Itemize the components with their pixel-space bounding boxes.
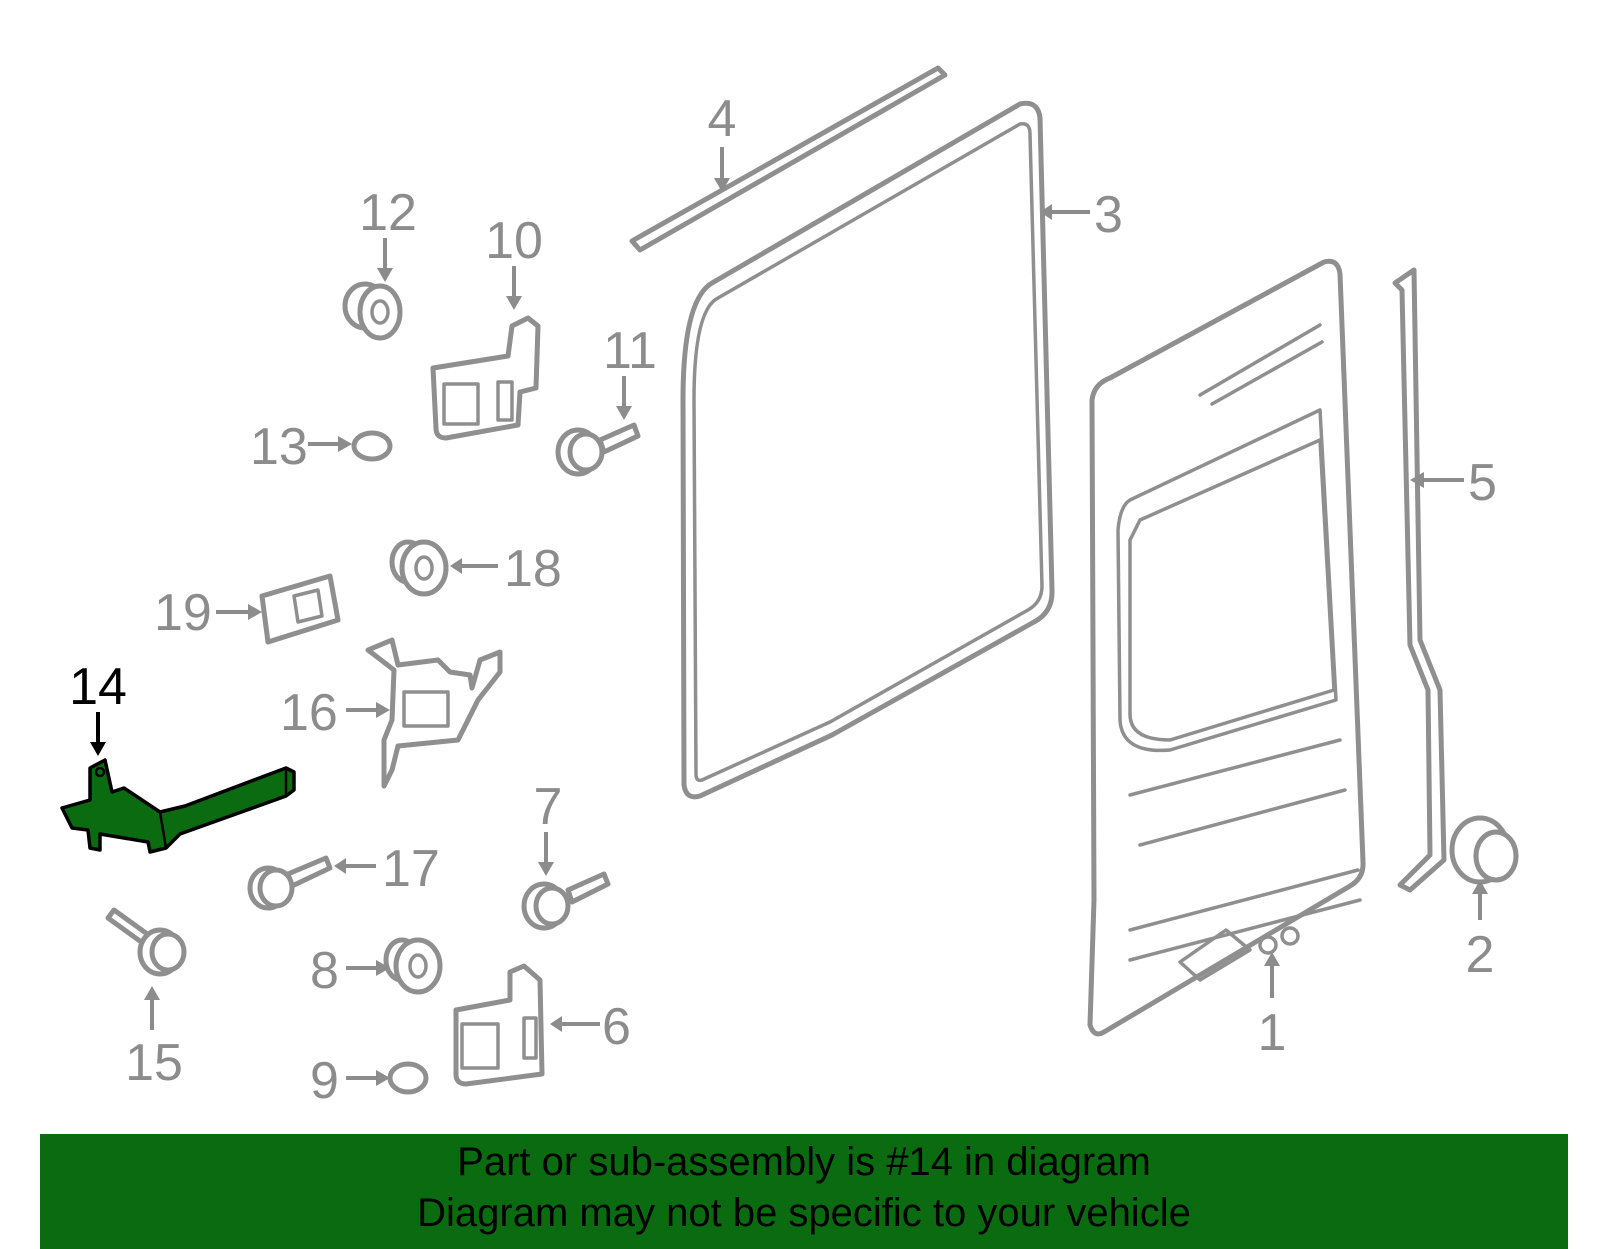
callout-15: 15 — [125, 1034, 183, 1092]
part-9-o-ring[interactable] — [387, 1061, 429, 1095]
callout-2: 2 — [1466, 926, 1495, 984]
callout-10: 10 — [485, 212, 543, 270]
part-17-bolt[interactable] — [247, 855, 333, 911]
part-3-door-seal[interactable] — [680, 100, 1055, 800]
callout-9: 9 — [310, 1052, 339, 1110]
banner-line-part-number: Part or sub-assembly is #14 in diagram — [457, 1140, 1151, 1184]
callout-7: 7 — [534, 778, 563, 836]
callout-17: 17 — [382, 840, 440, 898]
info-banner: Part or sub-assembly is #14 in diagram D… — [40, 1134, 1568, 1249]
callout-19: 19 — [154, 584, 212, 642]
leader-lines — [90, 147, 1488, 1086]
callout-16: 16 — [280, 684, 338, 742]
part-12-grommet[interactable] — [342, 281, 403, 341]
part-14-door-hinge[interactable] — [60, 758, 296, 854]
part-15-bolt[interactable] — [105, 907, 187, 977]
callout-5: 5 — [1468, 454, 1497, 512]
callout-3: 3 — [1094, 186, 1123, 244]
callout-1: 1 — [1258, 1004, 1287, 1062]
callout-6: 6 — [602, 998, 631, 1056]
callout-14: 14 — [69, 658, 127, 716]
part-4-window-strip[interactable] — [629, 65, 948, 253]
part-10-hinge-block[interactable] — [430, 315, 541, 441]
part-7-bolt[interactable] — [521, 871, 611, 931]
callout-12: 12 — [359, 184, 417, 242]
part-16-check-bracket[interactable] — [365, 637, 503, 789]
part-13-o-ring[interactable] — [351, 430, 393, 462]
part-18-grommet[interactable] — [389, 539, 449, 597]
callout-13: 13 — [250, 418, 308, 476]
callout-4: 4 — [708, 90, 737, 148]
part-6-hinge-block[interactable] — [453, 963, 545, 1087]
part-11-bolt[interactable] — [555, 422, 641, 477]
callout-11: 11 — [603, 322, 657, 380]
callout-18: 18 — [504, 540, 562, 598]
callout-labels: 4 3 5 1 2 12 10 11 13 18 19 16 14 17 15 … — [69, 90, 1497, 1110]
part-2-plug[interactable] — [1449, 815, 1519, 885]
banner-line-disclaimer: Diagram may not be specific to your vehi… — [417, 1191, 1191, 1235]
part-19-bracket[interactable] — [259, 573, 341, 645]
part-5-seal-strip[interactable] — [1392, 267, 1447, 893]
part-1-door-panel[interactable] — [1087, 258, 1366, 1037]
callout-8: 8 — [310, 942, 339, 1000]
part-8-grommet[interactable] — [383, 937, 443, 995]
